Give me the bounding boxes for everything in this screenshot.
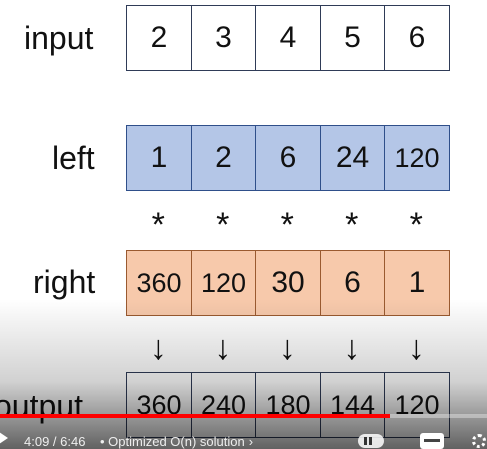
right-cell: 30 [255, 250, 321, 316]
multiply-symbol: * [216, 206, 230, 244]
right-row: 360 120 30 6 1 [126, 250, 450, 316]
input-cell: 2 [126, 5, 192, 71]
right-cell: 120 [190, 250, 257, 316]
row-label-left: left [52, 140, 95, 176]
left-cell: 120 [384, 125, 450, 191]
row-label-input: input [24, 20, 94, 56]
settings-icon[interactable] [472, 434, 486, 448]
chapter-separator: • [100, 434, 109, 449]
autoplay-toggle-icon[interactable] [358, 434, 384, 448]
time-display: 4:09 / 6:46 [24, 434, 86, 449]
progress-bar[interactable] [0, 414, 487, 418]
progress-played [0, 414, 390, 418]
captions-icon[interactable] [420, 433, 444, 449]
input-row: 2 3 4 5 6 [126, 5, 450, 71]
arrow-down-icon: ↓ [407, 329, 425, 367]
arrow-down-icon: ↓ [149, 329, 167, 367]
input-cell: 4 [255, 5, 321, 71]
left-cell: 1 [126, 125, 192, 191]
row-label-right: right [33, 264, 96, 300]
right-cell: 360 [126, 250, 192, 316]
multiply-row: * * * * * [126, 208, 449, 242]
right-cell: 6 [319, 250, 386, 316]
input-cell: 6 [384, 5, 450, 71]
left-cell: 24 [319, 125, 386, 191]
play-icon[interactable] [0, 430, 8, 446]
input-cell: 3 [190, 5, 257, 71]
multiply-symbol: * [280, 206, 294, 244]
chevron-right-icon: › [248, 434, 254, 449]
right-cell: 1 [384, 250, 450, 316]
chapter-label: Optimized O(n) solution [108, 434, 245, 449]
multiply-symbol: * [409, 206, 423, 244]
multiply-symbol: * [345, 206, 359, 244]
left-cell: 2 [190, 125, 257, 191]
multiply-symbol: * [151, 206, 165, 244]
chapter-title[interactable]: • Optimized O(n) solution› [100, 434, 253, 449]
arrow-down-icon: ↓ [278, 329, 296, 367]
input-cell: 5 [319, 5, 386, 71]
player-controls: 4:09 / 6:46 • Optimized O(n) solution› [0, 428, 487, 449]
arrow-down-icon: ↓ [214, 329, 232, 367]
left-row: 1 2 6 24 120 [126, 125, 450, 191]
arrow-down-icon: ↓ [343, 329, 361, 367]
arrow-row: ↓ ↓ ↓ ↓ ↓ [126, 331, 449, 365]
left-cell: 6 [255, 125, 321, 191]
